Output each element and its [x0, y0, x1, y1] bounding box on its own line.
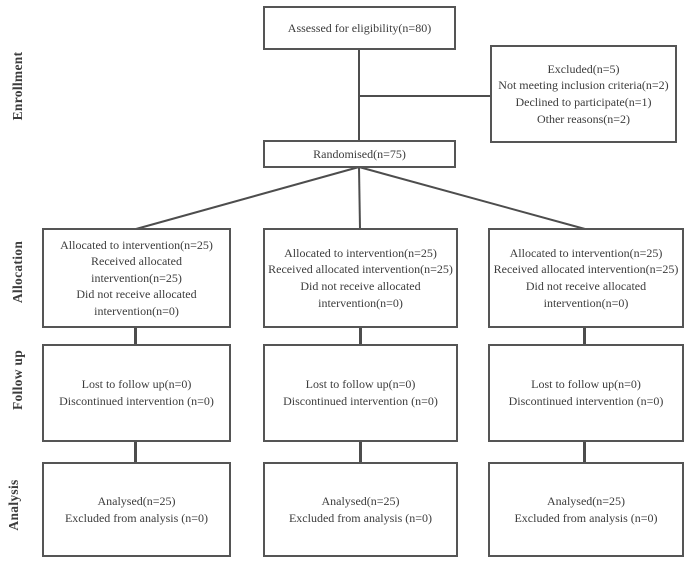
randomised-box: Randomised(n=75) [263, 140, 456, 168]
connector-allocation-to-followup-3 [583, 326, 586, 346]
stage-label-allocation: Allocation [10, 240, 25, 304]
excluded-analysis-text: Excluded from analysis (n=0) [514, 510, 658, 525]
connector-randomised-to-group-3 [358, 166, 586, 230]
excluded-analysis-text: Excluded from analysis (n=0) [64, 510, 209, 525]
analysis-box-group-2: Analysed(n=25) Excluded from analysis (n… [263, 462, 458, 557]
analysis-box-group-3: Analysed(n=25) Excluded from analysis (n… [488, 462, 684, 557]
excluded-total-text: Excluded(n=5) [547, 61, 620, 76]
assessed-eligibility-box: Assessed for eligibility(n=80) [263, 6, 456, 50]
allocated-text: Allocated to intervention(n=25) [60, 237, 213, 252]
connector-randomised-to-group-1 [135, 166, 360, 230]
allocated-text: Allocated to intervention(n=25) [509, 245, 663, 260]
allocation-box-group-3: Allocated to intervention(n=25) Received… [488, 228, 684, 328]
randomised-text: Randomised(n=75) [313, 146, 406, 161]
analysed-text: Analysed(n=25) [97, 493, 176, 508]
excluded-analysis-text: Excluded from analysis (n=0) [288, 510, 433, 525]
allocated-text: Allocated to intervention(n=25) [284, 245, 437, 260]
connector-followup-to-analysis-2 [359, 440, 362, 464]
analysis-box-group-1: Analysed(n=25) Excluded from analysis (n… [42, 462, 231, 557]
excluded-box: Excluded(n=5) Not meeting inclusion crit… [490, 45, 677, 143]
received-text: Received allocated intervention(n=25) [268, 262, 453, 277]
excluded-declined-text: Declined to participate(n=1) [515, 95, 652, 109]
lost-follow-up-text: Lost to follow up(n=0) [305, 377, 416, 392]
analysed-text: Analysed(n=25) [546, 493, 626, 508]
excluded-inclusion-criteria-text: Not meeting inclusion criteria(n=2) [498, 78, 669, 93]
follow-up-box-group-3: Lost to follow up(n=0) Discontinued inte… [488, 344, 684, 442]
lost-follow-up-text: Lost to follow up(n=0) [531, 377, 641, 392]
connector-to-excluded [359, 95, 490, 97]
stage-label-enrollment: Enrollment [10, 51, 25, 121]
follow-up-box-group-1: Lost to follow up(n=0) Discontinued inte… [42, 344, 231, 442]
allocation-box-group-1: Allocated to intervention(n=25) Received… [42, 228, 231, 328]
assessed-eligibility-text: Assessed for eligibility(n=80) [287, 20, 432, 35]
excluded-other-reasons-text: Other reasons(n=2) [536, 111, 631, 126]
not-received-text: Did not receive allocated intervention(n… [300, 279, 421, 310]
connector-followup-to-analysis-3 [583, 440, 586, 464]
not-received-text: Did not receive allocated intervention(n… [525, 279, 647, 310]
not-received-text: Did not receive allocated intervention(n… [76, 287, 197, 318]
connector-allocation-to-followup-2 [359, 326, 362, 346]
analysed-text: Analysed(n=25) [321, 493, 400, 508]
lost-follow-up-text: Lost to follow up(n=0) [81, 377, 192, 392]
received-text: Received allocated intervention(n=25) [91, 254, 182, 285]
stage-label-follow-up: Follow up [10, 349, 25, 411]
received-text: Received allocated intervention(n=25) [493, 262, 679, 277]
connector-randomised-to-group-2 [358, 166, 361, 230]
discontinued-text: Discontinued intervention (n=0) [508, 394, 664, 408]
allocation-box-group-2: Allocated to intervention(n=25) Received… [263, 228, 458, 328]
stage-label-analysis: Analysis [6, 479, 21, 531]
discontinued-text: Discontinued intervention (n=0) [59, 394, 214, 408]
follow-up-box-group-2: Lost to follow up(n=0) Discontinued inte… [263, 344, 458, 442]
connector-followup-to-analysis-1 [134, 440, 137, 464]
connector-allocation-to-followup-1 [134, 326, 137, 346]
discontinued-text: Discontinued intervention (n=0) [283, 394, 438, 408]
